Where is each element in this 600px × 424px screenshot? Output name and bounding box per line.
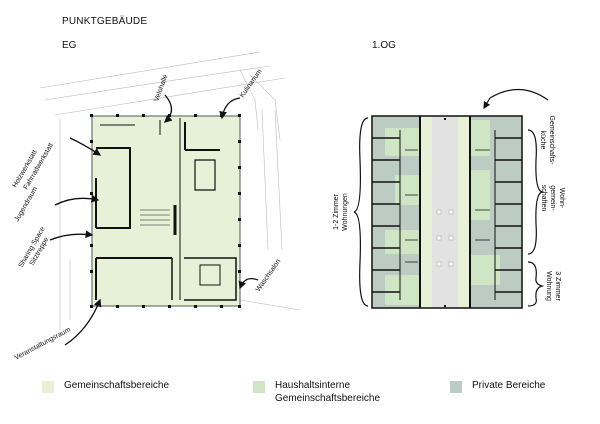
label-zimmer-2: Wohnungen [342, 193, 349, 231]
label-3zimmer-1: 3 Zimmer [554, 271, 561, 301]
floor-label-eg: EG [62, 40, 77, 51]
legend-swatch [450, 381, 462, 393]
legend-label: Gemeinschaftsbereiche [64, 380, 170, 391]
label-kulinarium: Kulinarium [239, 68, 264, 99]
legend-item-haushaltsintern: Haushaltsinterne Gemeinschaftsbereiche [253, 379, 380, 405]
label-3zimmer-2: Wohnung [545, 271, 552, 301]
arrow-waschsalon [238, 277, 259, 290]
legend-label: Private Bereiche [472, 380, 546, 391]
label-jugendraum: Jugendraum [14, 186, 40, 223]
arrow-werkstatt [69, 137, 102, 156]
legend-label-line1: Haushaltsinterne [275, 380, 351, 391]
legend-swatch [42, 381, 54, 393]
label-kueche-2: küche [539, 131, 546, 150]
label-veranstaltungsraum: Veranstaltungsraum [14, 326, 72, 361]
label-wg-1: Wohn- [558, 188, 565, 209]
arrow-velohalle [164, 94, 173, 123]
og-courtyard [432, 116, 458, 308]
site-context [39, 51, 301, 330]
label-zimmer-1: 1-2 Zimmer [333, 193, 340, 229]
label-waschsalon: Waschsalon [255, 258, 283, 293]
brace-left [353, 117, 369, 307]
arrow-jugendraum [54, 194, 100, 206]
arrow-veranstaltung [64, 298, 102, 346]
legend-item-gemeinschaft: Gemeinschaftsbereiche [42, 379, 169, 393]
eg-plan [90, 114, 241, 308]
og-plan [371, 115, 523, 309]
legend-label-line2: Gemeinschaftsbereiche [275, 393, 381, 404]
legend-item-privat: Private Bereiche [450, 379, 545, 393]
arrow-kulinarium [219, 97, 241, 120]
brace-right-3z [527, 261, 545, 307]
label-kueche-1: Gemeinschafts- [548, 115, 555, 165]
eg-footprint [92, 116, 240, 306]
arrow-sharing [49, 230, 94, 241]
label-wg-3: schaften [540, 185, 547, 212]
page-title: PUNKTGEBÄUDE [62, 16, 148, 27]
legend-swatch [253, 381, 265, 393]
label-wg-2: gemein- [549, 185, 556, 211]
arrow-kueche [483, 88, 549, 110]
brace-right-wg [527, 129, 545, 255]
floor-label-og: 1.OG [372, 40, 396, 51]
